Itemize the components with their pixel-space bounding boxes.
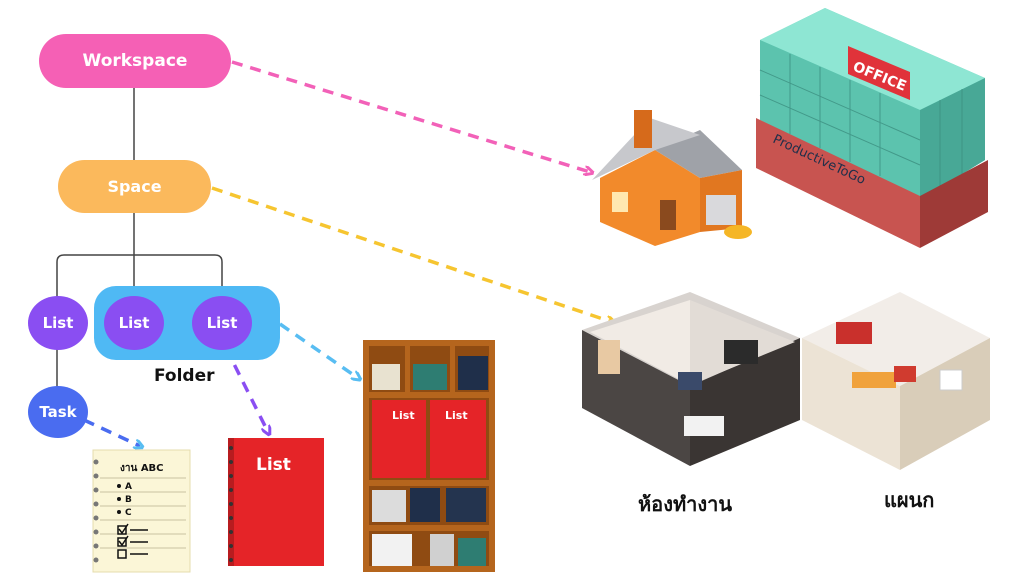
space-node[interactable]: Space xyxy=(58,160,211,213)
arrow-space-to-room xyxy=(211,186,612,322)
notebook-icon: List xyxy=(228,438,324,566)
folder-label: Folder xyxy=(154,366,215,386)
arrow-folder-to-bookshelf xyxy=(279,322,358,378)
office-building-icon: OFFICE ProductiveToGo xyxy=(756,8,988,248)
checklist-item: B xyxy=(125,495,132,505)
workspace-node[interactable]: Workspace xyxy=(39,34,231,88)
notebook-label: List xyxy=(256,455,291,475)
room-label-department: แผนก xyxy=(884,488,935,512)
arrow-workspace-to-house xyxy=(231,60,590,172)
house-icon xyxy=(592,110,752,246)
checklist-icon: งาน ABC A B C xyxy=(92,449,191,573)
room-label-office: ห้องทำงาน xyxy=(638,492,733,516)
shelf-book-label-right: List xyxy=(445,409,468,422)
task-node[interactable]: Task xyxy=(28,386,88,438)
shelf-book-label-left: List xyxy=(392,409,415,422)
room-icon xyxy=(582,292,990,470)
arrow-task-to-checklist xyxy=(83,418,140,446)
list-node-folder-2[interactable]: List xyxy=(192,296,252,350)
arrow-list-to-notebook xyxy=(224,347,268,432)
checklist-item: A xyxy=(125,482,132,492)
list-node-folder-1[interactable]: List xyxy=(104,296,164,350)
checklist-item: C xyxy=(125,508,132,518)
bookshelf-icon: List List xyxy=(363,340,495,572)
list-node-standalone[interactable]: List xyxy=(28,296,88,350)
tree-connectors xyxy=(56,86,223,388)
checklist-title: งาน ABC xyxy=(120,463,164,474)
